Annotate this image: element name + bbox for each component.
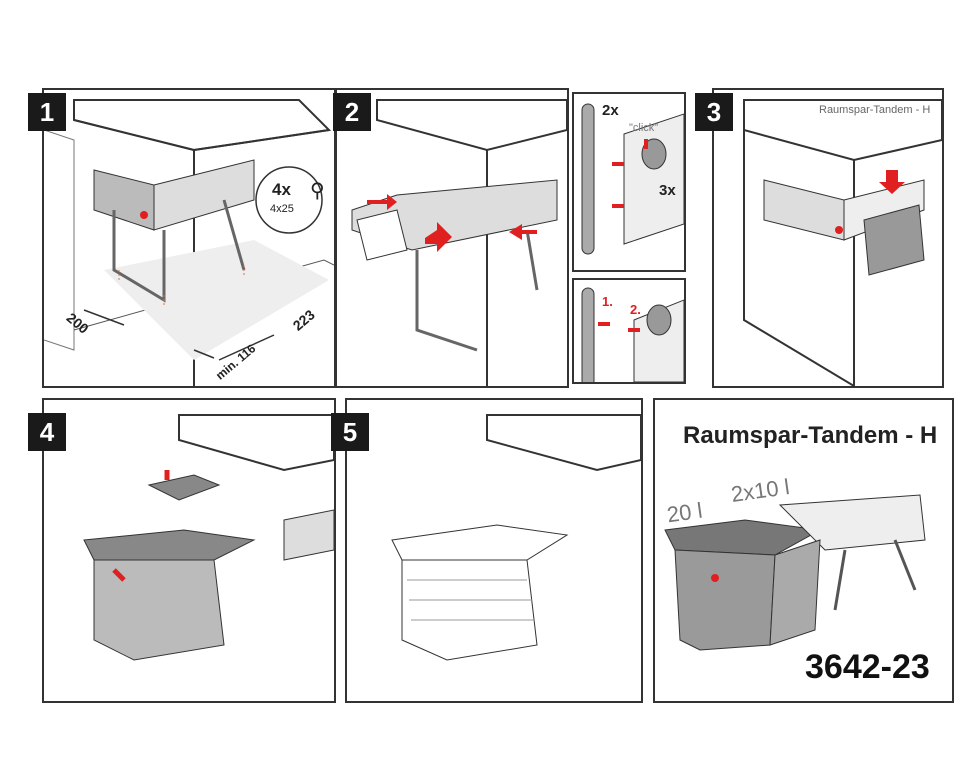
step-number-5: 5 [331,413,369,451]
screw-icon: ⚲ [310,180,325,202]
click-label: "click" [629,122,659,134]
step-2-panel [335,88,569,388]
step-number-2: 2 [333,93,371,131]
product-overview-panel: Raumspar-Tandem - H 20 l 2x10 l 3642-23 [653,398,954,703]
step-3-panel: Raumspar-Tandem - H [712,88,944,388]
clip-detail-illustration [581,103,684,255]
step-5-panel [345,398,643,703]
product-illustration [664,494,926,651]
label-attach-illustration [743,99,942,386]
bin-insert-illustration [83,414,334,661]
release-detail-illustration [581,287,684,382]
bin-capacity-large: 20 l [665,497,704,528]
pull-out-illustration [351,99,567,386]
product-title: Raumspar-Tandem - H [683,422,938,449]
part-count-3x: 3x [659,182,676,199]
step-2-detail-b: 1. 2. [572,278,686,384]
step-number-4: 4 [28,413,66,451]
screw-count: 4x [272,180,291,199]
cabinet-illustration [44,99,334,386]
step-label-2: 2. [630,302,641,317]
product-label: Raumspar-Tandem - H [819,104,931,116]
step-label-1: 1. [602,294,613,309]
step-number-1: 1 [28,93,66,131]
step-number-3: 3 [695,93,733,131]
screw-size: 4x25 [270,203,294,215]
step-1-panel: 4x 4x25 ⚲ 200 min. 116 223 [42,88,336,388]
step-4-panel [42,398,336,703]
completed-installation-illustration [391,414,641,661]
article-number: 3642-23 [805,648,930,686]
part-count-2x: 2x [602,102,619,119]
step-2-detail-a: 2x "click" 3x [572,92,686,272]
